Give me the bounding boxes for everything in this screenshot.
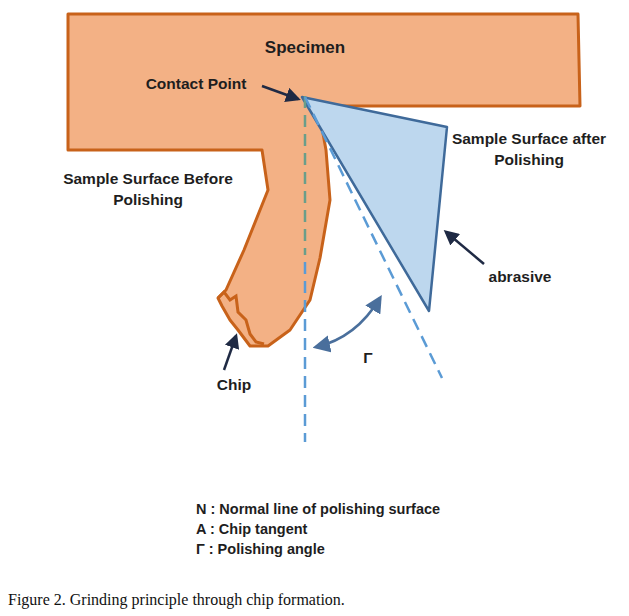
- leader-arrow: [262, 86, 298, 99]
- abrasive-grain: [302, 97, 447, 311]
- leader-arrow: [224, 336, 236, 370]
- normal-line: [304, 96, 307, 255]
- chip-tangent: [305, 97, 442, 378]
- part-name: Specimen: [265, 38, 345, 58]
- leader-arrow: [446, 232, 484, 264]
- angle-arc: [316, 298, 380, 347]
- part-label: Sample Surface Before Polishing: [63, 169, 233, 211]
- part-label: abrasive: [475, 267, 565, 288]
- part-label: Contact Point: [111, 74, 281, 95]
- normal-line: [304, 262, 307, 442]
- figure-caption: Figure 2. Grinding principle through chi…: [8, 591, 345, 609]
- part-label: Chip: [204, 375, 264, 396]
- legend-note: A : Chip tangent: [196, 520, 596, 540]
- legend-note: Γ : Polishing angle: [196, 540, 596, 560]
- chip-edge: [218, 292, 264, 344]
- specimen-region: Specimen: [200, 30, 410, 66]
- part-label: Sample Surface after Polishing: [450, 129, 608, 171]
- angle-symbol: Γ: [358, 348, 378, 369]
- legend-note: N : Normal line of polishing surface: [196, 500, 596, 520]
